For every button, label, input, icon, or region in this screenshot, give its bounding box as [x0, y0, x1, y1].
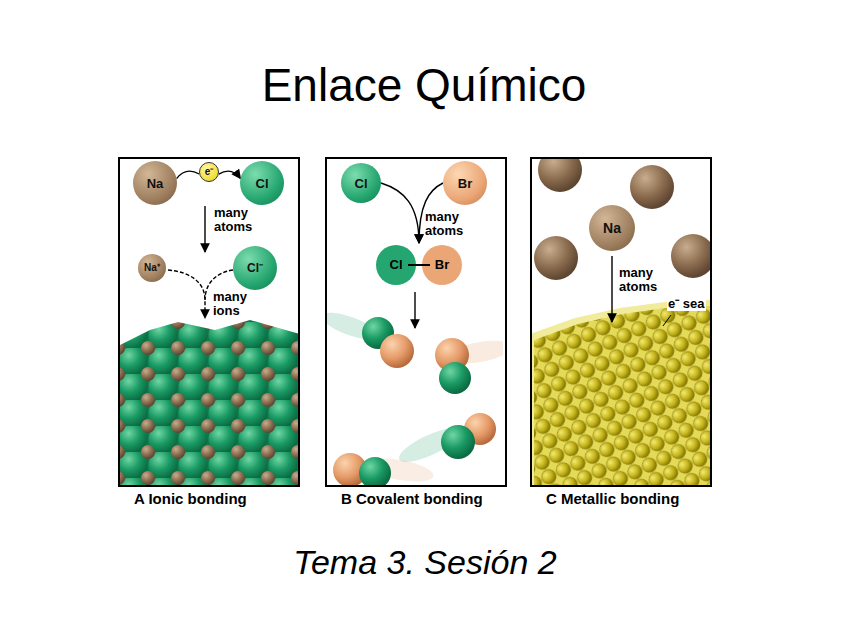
panel-heading: C Metallic bonding: [546, 490, 679, 507]
atom-symbol: Cl: [390, 244, 403, 286]
process-label: many atoms: [213, 206, 267, 234]
slide-title: Enlace Químico: [0, 58, 848, 112]
atom-symbol: Cl: [256, 176, 269, 191]
molecule-outline: [375, 244, 463, 286]
transfer-arrow: [177, 171, 200, 178]
bond-line: [408, 264, 430, 266]
transfer-arrow: [381, 183, 419, 243]
slide-caption: Tema 3. Sesión 2: [0, 543, 848, 582]
atom-symbol: Cl: [355, 176, 368, 191]
bonding-panel: A Ionic bondingNae⁻ClNa⁺Cl⁻: [118, 157, 300, 487]
atom-symbol: Br: [458, 176, 472, 191]
atom-circle: Na: [133, 161, 177, 205]
bonding-panel: C Metallic bondingNa: [530, 157, 712, 487]
atom-circle: Cl: [341, 163, 381, 203]
atom-symbol: Na⁺: [144, 262, 160, 274]
molecule-node: Cl Br: [375, 244, 463, 286]
process-label: e⁻ sea: [667, 297, 706, 311]
atom-circle: Br: [443, 161, 487, 205]
atom-symbol: Br: [435, 244, 449, 286]
bonding-panel: B Covalent bondingClBrClBr: [325, 157, 507, 487]
panel-heading: A Ionic bonding: [134, 490, 247, 507]
atom-symbol: Na: [147, 176, 164, 191]
transfer-arrow: [219, 171, 241, 178]
process-label: many ions: [212, 290, 266, 318]
panel-heading: B Covalent bonding: [341, 490, 483, 507]
atom-symbol: Cl⁻: [247, 261, 263, 275]
atom-symbol: Na: [603, 220, 621, 236]
atom-circle: Cl: [240, 161, 284, 205]
process-label: many atoms: [424, 210, 478, 238]
atom-circle: Cl⁻: [233, 246, 277, 290]
atom-circle: Na: [589, 205, 635, 251]
atom-symbol: e⁻: [205, 166, 214, 178]
atom-circle: e⁻: [199, 162, 219, 182]
process-label: many atoms: [618, 266, 672, 294]
atom-circle: Na⁺: [138, 254, 166, 282]
